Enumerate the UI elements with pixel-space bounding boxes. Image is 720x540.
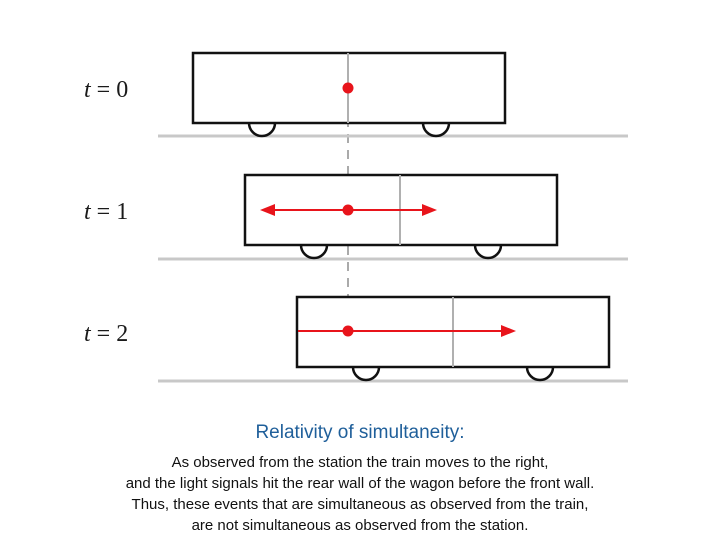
- wheel: [247, 122, 277, 138]
- time-variable: t: [84, 77, 91, 103]
- caption-title: Relativity of simultaneity:: [255, 422, 465, 443]
- time-value: = 0: [96, 77, 129, 103]
- time-variable: t: [84, 199, 91, 225]
- simultaneity-diagram: [158, 51, 628, 383]
- wheel: [421, 122, 451, 138]
- time-label-t2: t = 2: [84, 322, 128, 346]
- wheel: [525, 366, 555, 382]
- caption-line: and the light signals hit the rear wall …: [125, 475, 595, 492]
- wheel: [351, 366, 381, 382]
- light-source-dot: [342, 204, 354, 216]
- caption-line: Thus, these events that are simultaneous…: [131, 496, 589, 513]
- time-label-t0: t = 0: [84, 78, 128, 102]
- arrowhead-right: [422, 204, 437, 216]
- arrowhead-right: [501, 325, 516, 337]
- frame-t1: [158, 173, 628, 261]
- frame-t0: [158, 51, 628, 138]
- time-value: = 1: [96, 199, 129, 225]
- wheel: [473, 244, 503, 260]
- light-source-dot: [342, 82, 354, 94]
- light-source-dot: [342, 325, 354, 337]
- caption: Relativity of simultaneity: As observed …: [0, 422, 720, 536]
- frame-t2: [158, 295, 628, 383]
- time-label-t1: t = 1: [84, 200, 128, 224]
- caption-line: are not simultaneous as observed from th…: [191, 517, 529, 534]
- caption-line: As observed from the station the train m…: [171, 454, 549, 471]
- arrowhead-left: [260, 204, 275, 216]
- time-value: = 2: [96, 321, 129, 347]
- wheel: [299, 244, 329, 260]
- time-variable: t: [84, 321, 91, 347]
